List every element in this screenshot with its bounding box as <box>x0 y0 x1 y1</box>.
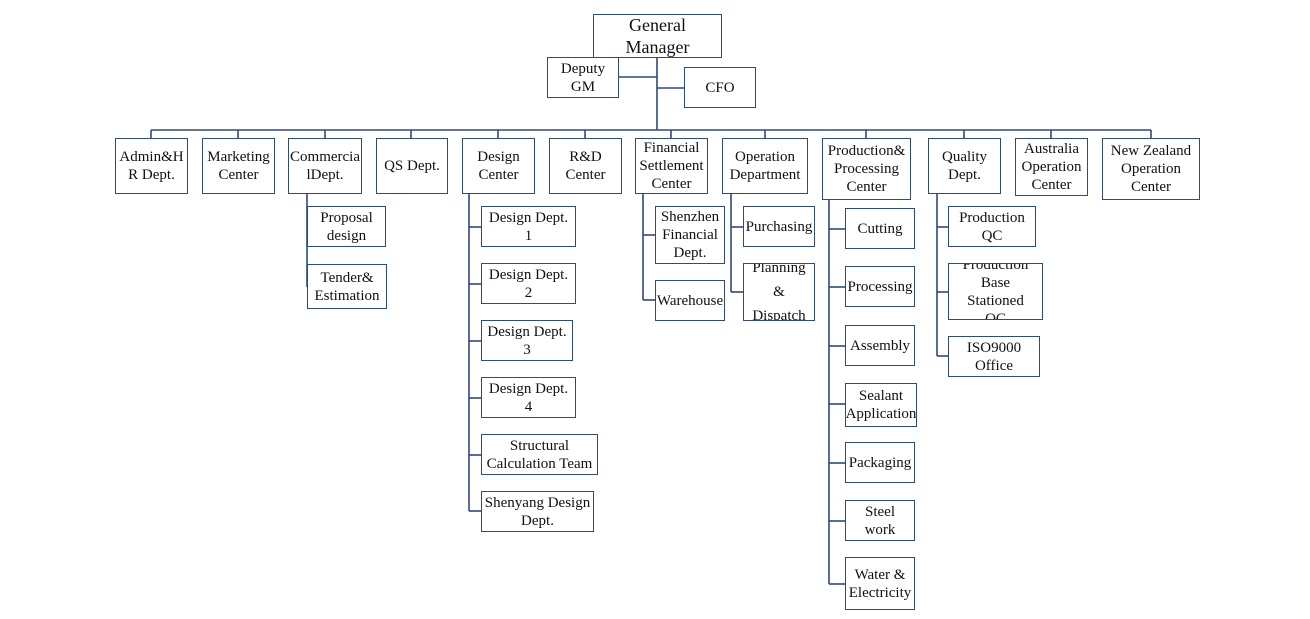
design-center-box: Design Center <box>462 138 535 194</box>
warehouse-box: Warehouse <box>655 280 725 321</box>
financial-settlement-center-box: Financial Settlement Center <box>635 138 708 194</box>
operation-department-box: Operation Department <box>722 138 808 194</box>
qs-dept-box: QS Dept. <box>376 138 448 194</box>
proposal-design-box: Proposal design <box>307 206 386 247</box>
design-dept-2-box: Design Dept. 2 <box>481 263 576 304</box>
design-dept-4-box: Design Dept. 4 <box>481 377 576 418</box>
production-processing-center-box: Production& Processing Center <box>822 138 911 200</box>
rd-center-box: R&D Center <box>549 138 622 194</box>
planning-dispatch-box: Planning & Dispatch <box>743 263 815 321</box>
admin-hr-dept-box: Admin&H R Dept. <box>115 138 188 194</box>
assembly-box: Assembly <box>845 325 915 366</box>
production-qc-box: Production QC <box>948 206 1036 247</box>
water-electricity-box: Water & Electricity <box>845 557 915 610</box>
design-dept-1-box: Design Dept. 1 <box>481 206 576 247</box>
shenyang-design-dept-box: Shenyang Design Dept. <box>481 491 594 532</box>
sealant-application-box: Sealant Application <box>845 383 917 427</box>
cutting-box: Cutting <box>845 208 915 249</box>
commercial-dept-box: Commercia lDept. <box>288 138 362 194</box>
cfo-box: CFO <box>684 67 756 108</box>
design-dept-3-box: Design Dept. 3 <box>481 320 573 361</box>
australia-operation-center-box: Australia Operation Center <box>1015 138 1088 196</box>
deputy-gm-box: Deputy GM <box>547 57 619 98</box>
general-manager-box: General Manager <box>593 14 722 58</box>
packaging-box: Packaging <box>845 442 915 483</box>
quality-dept-box: Quality Dept. <box>928 138 1001 194</box>
tender-estimation-box: Tender& Estimation <box>307 264 387 309</box>
purchasing-box: Purchasing <box>743 206 815 247</box>
production-base-stationed-qc-box: Production Base Stationed QC <box>948 263 1043 320</box>
new-zealand-operation-center-box: New Zealand Operation Center <box>1102 138 1200 200</box>
steel-work-box: Steel work <box>845 500 915 541</box>
iso9000-office-box: ISO9000 Office <box>948 336 1040 377</box>
marketing-center-box: Marketing Center <box>202 138 275 194</box>
shenzhen-financial-dept-box: Shenzhen Financial Dept. <box>655 206 725 264</box>
structural-calculation-team-box: Structural Calculation Team <box>481 434 598 475</box>
processing-box: Processing <box>845 266 915 307</box>
